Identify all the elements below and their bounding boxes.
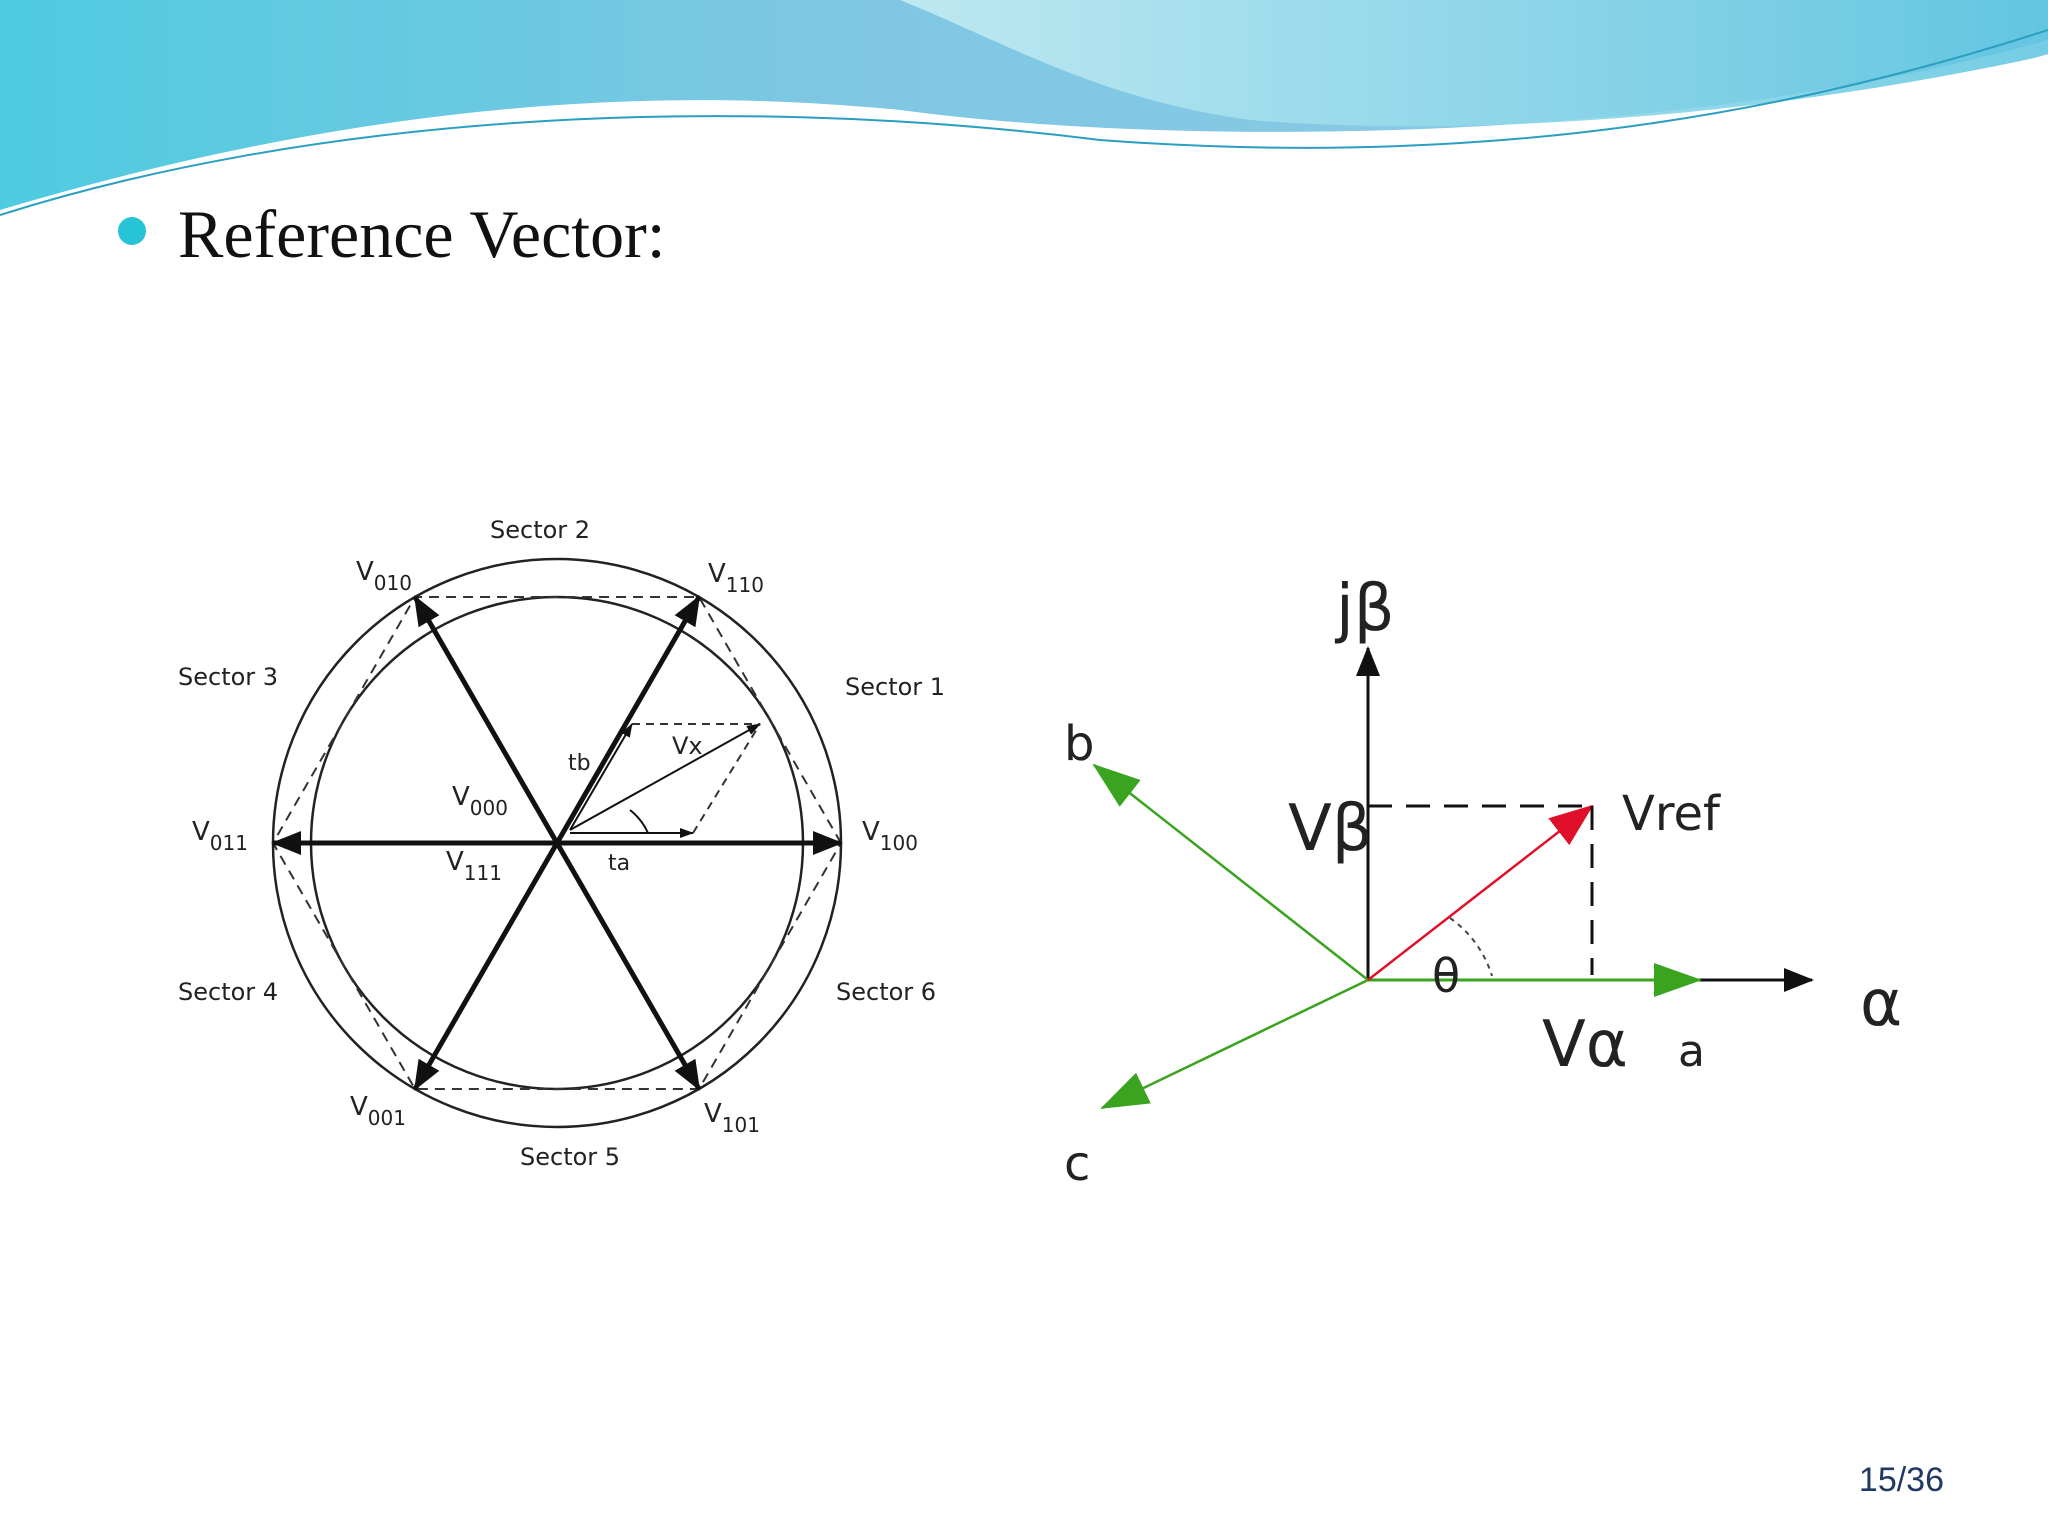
- alpha-beta-phasor: jβ α Vβ Vref θ Vα a b c: [1064, 572, 1902, 1192]
- angle-arc: [629, 809, 649, 834]
- label-v-ref: Vref: [1622, 786, 1721, 842]
- label-v-beta: Vβ: [1288, 792, 1373, 866]
- label-v101: V101: [704, 1099, 760, 1137]
- vector-v110: [554, 595, 702, 845]
- slide-heading: Reference Vector:: [178, 196, 666, 272]
- dashed-ta-to-vx: [692, 723, 761, 834]
- sector-3-label: Sector 3: [178, 663, 278, 691]
- label-tb: tb: [568, 751, 591, 776]
- label-v100: V100: [862, 817, 918, 855]
- vector-v001: [412, 841, 560, 1091]
- bullet-dot-icon: [118, 217, 146, 245]
- label-theta: θ: [1432, 949, 1460, 1003]
- label-v-alpha: Vα: [1542, 1008, 1628, 1082]
- label-v000: V000: [452, 782, 508, 820]
- sector-4-label: Sector 4: [178, 978, 278, 1006]
- label-v111: V111: [446, 847, 502, 885]
- vector-v010: [412, 595, 560, 845]
- page-number: 15/36: [1858, 1461, 1944, 1499]
- sector-6-label: Sector 6: [836, 978, 936, 1006]
- label-phase-b: b: [1064, 716, 1094, 772]
- label-v001: V001: [350, 1092, 406, 1130]
- label-phase-c: c: [1064, 1136, 1090, 1192]
- space-vector-hexagon: Sector 1 Sector 2 Sector 3 Sector 4 Sect…: [178, 516, 945, 1171]
- sector-1-label: Sector 1: [845, 673, 945, 701]
- vref-vector: [1367, 804, 1594, 981]
- label-ta: ta: [608, 851, 630, 876]
- label-v110: V110: [708, 559, 764, 597]
- label-v010: V010: [356, 557, 412, 595]
- phase-b-axis: [1092, 763, 1369, 981]
- header-banner: [0, 0, 2048, 216]
- vector-v101: [554, 841, 702, 1091]
- vector-vx: [569, 723, 761, 831]
- bullet-heading: Reference Vector:: [118, 200, 666, 268]
- label-j-beta: jβ: [1334, 572, 1395, 646]
- label-phase-a: a: [1678, 1026, 1705, 1077]
- label-alpha: α: [1860, 967, 1902, 1041]
- phase-c-axis: [1100, 978, 1369, 1110]
- component-tb: [569, 723, 633, 831]
- sector-5-label: Sector 5: [520, 1143, 620, 1171]
- sector-2-label: Sector 2: [490, 516, 590, 544]
- label-v011: V011: [192, 817, 248, 855]
- label-vx: Vx: [672, 732, 703, 760]
